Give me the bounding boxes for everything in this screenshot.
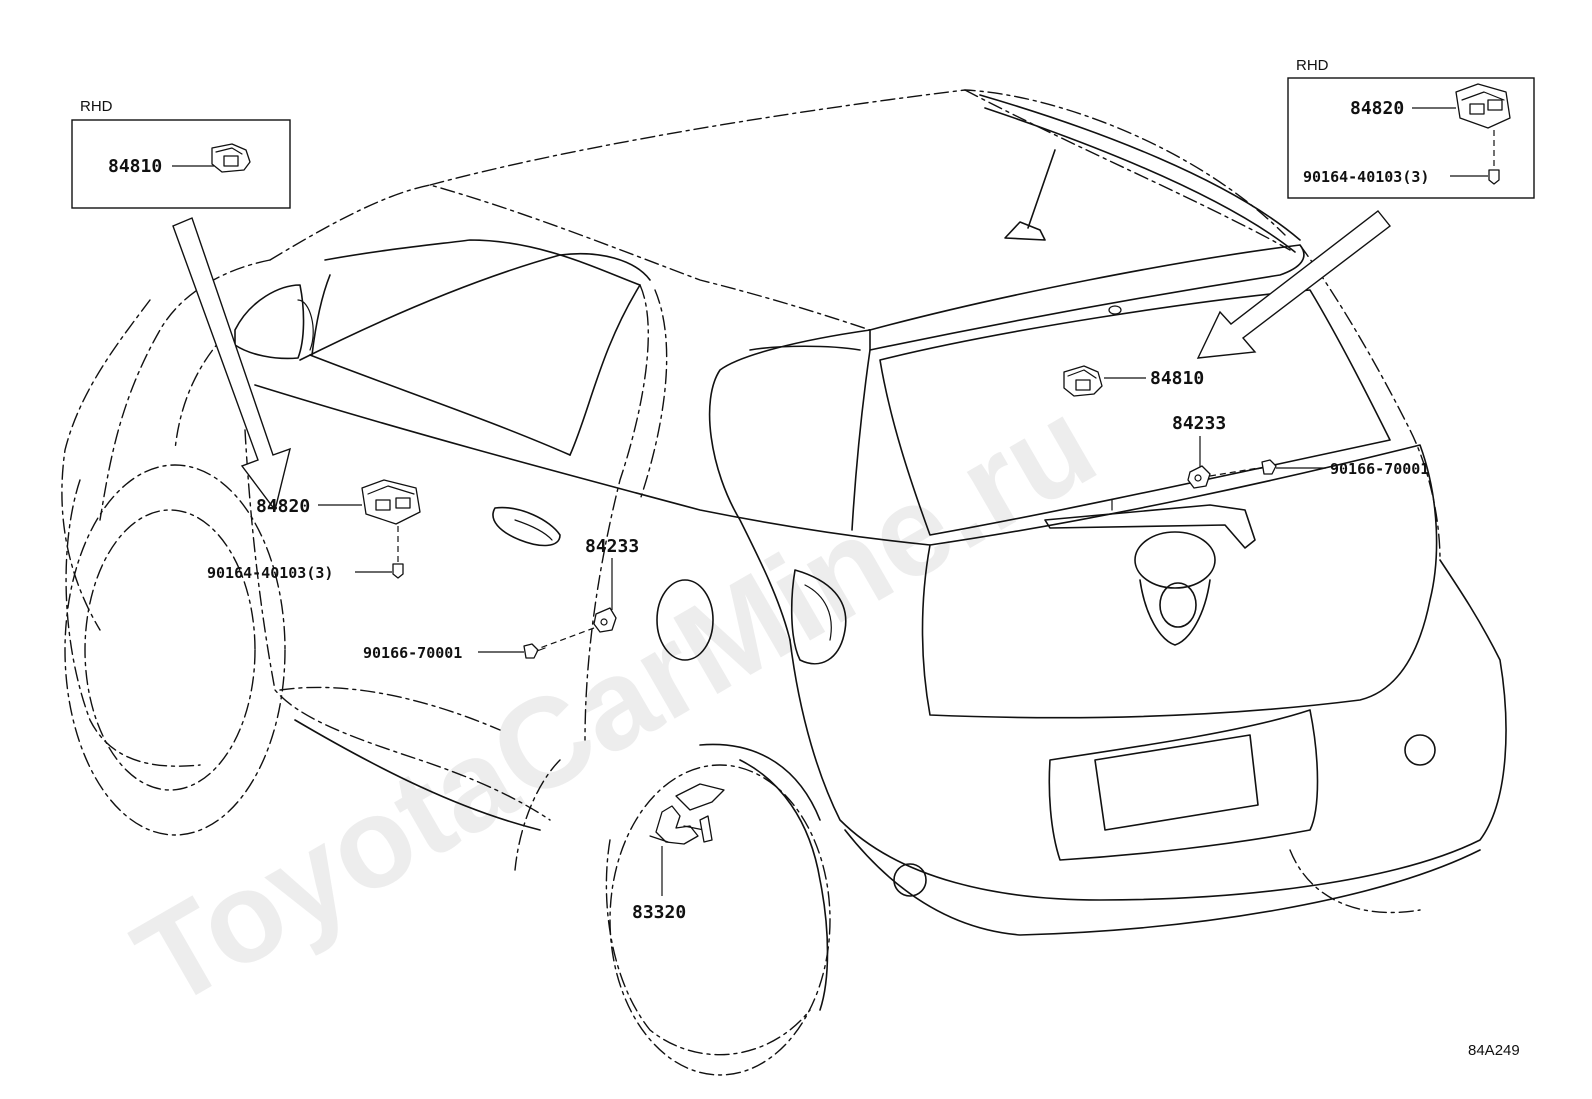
inset-left-box	[71, 119, 291, 209]
mirror-switch-part	[211, 143, 251, 173]
rear-switch-part	[1063, 365, 1103, 397]
rear-sensor-bolt-label: 90166-70001	[1330, 460, 1429, 478]
pointer-arrows	[172, 210, 1391, 512]
inset-right-part-number: 84820	[1350, 98, 1404, 119]
rear-sensor-bolt-part	[1255, 459, 1277, 475]
door-sensor-bolt-part	[523, 643, 546, 659]
rear-switch-label: 84810	[1150, 368, 1204, 389]
window-switch-part-inset	[1455, 83, 1511, 185]
inset-left-part-number: 84810	[108, 156, 162, 177]
door-sensor-part	[593, 607, 617, 633]
car-outline	[61, 89, 1507, 1076]
door-sensor-bolt-label: 90166-70001	[363, 644, 462, 662]
lower-part-label: 83320	[632, 902, 686, 923]
figure-code: 84A249	[1468, 1042, 1520, 1059]
inset-right-screw-label: 90164-40103(3)	[1303, 168, 1429, 186]
door-window-switch-part	[361, 479, 421, 579]
door-sensor-label: 84233	[585, 536, 639, 557]
lower-sensor-part	[649, 783, 725, 845]
arrow-right	[1196, 210, 1391, 359]
rear-sensor-part	[1187, 465, 1211, 489]
door-switch-label: 84820	[256, 496, 310, 517]
inset-right-variant: RHD	[1296, 57, 1329, 74]
rear-sensor-label: 84233	[1172, 413, 1226, 434]
arrow-left	[172, 217, 291, 512]
inset-left-variant: RHD	[80, 98, 113, 115]
door-switch-screw-label: 90164-40103(3)	[207, 564, 333, 582]
